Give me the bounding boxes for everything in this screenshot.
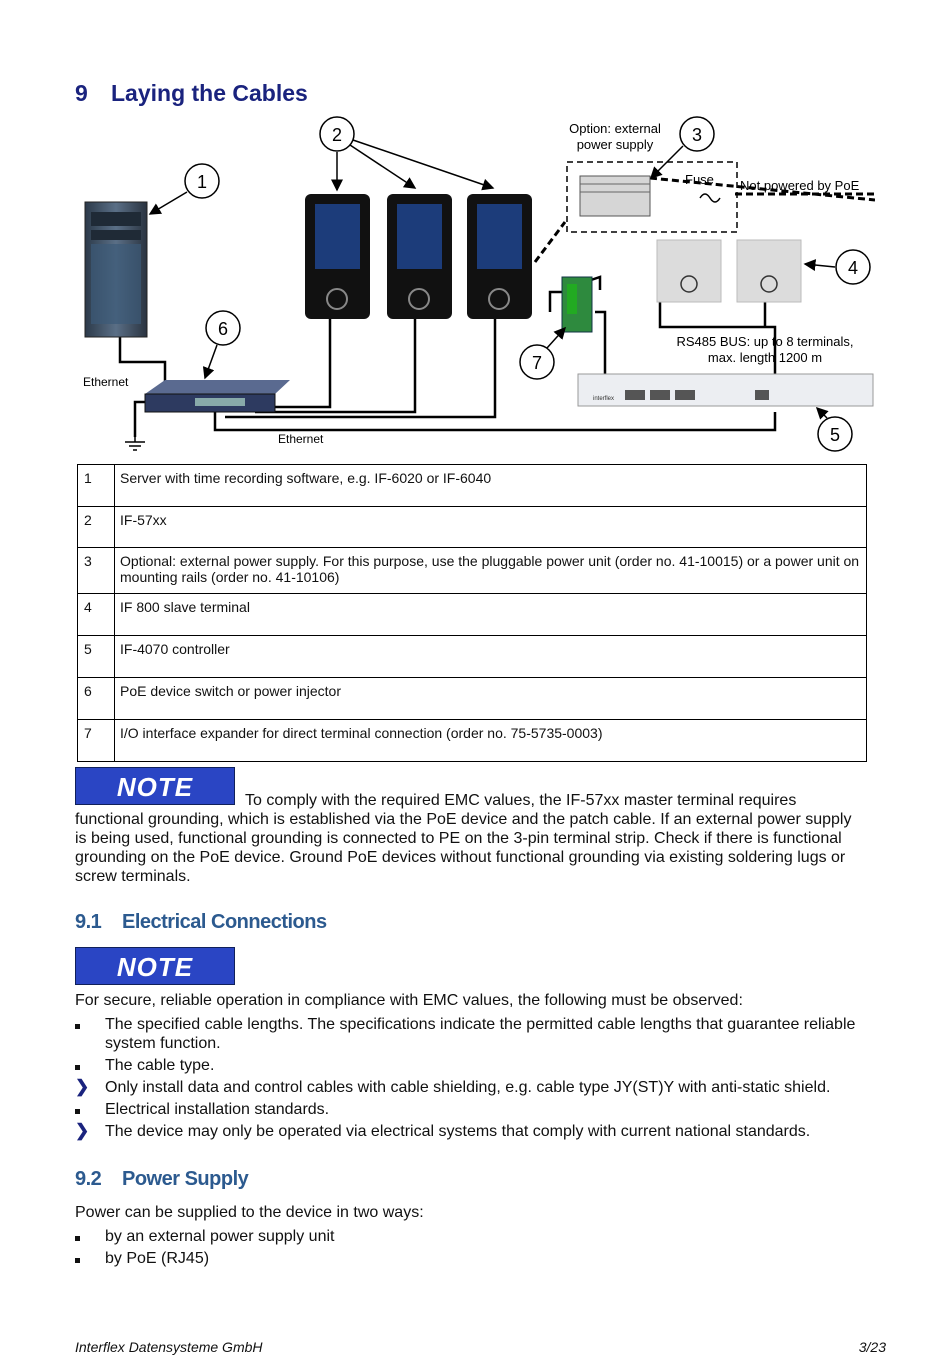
- ethernet-label-left: Ethernet: [83, 375, 129, 389]
- section-91-list: The specified cable lengths. The specifi…: [75, 1015, 875, 1144]
- io-expander: [561, 276, 593, 333]
- svg-text:7: 7: [532, 353, 542, 373]
- section-92-list: by an external power supply unit by PoE …: [75, 1227, 875, 1271]
- chevron-right-icon: ❯: [75, 1077, 90, 1096]
- server-tower: [84, 201, 148, 338]
- option-label-2: power supply: [577, 137, 654, 152]
- list-item: The cable type.: [75, 1056, 875, 1075]
- callout-5: 5: [817, 416, 853, 452]
- rs485-label-2: max. length 1200 m: [708, 350, 822, 365]
- list-item: by an external power supply unit: [75, 1227, 875, 1246]
- fuse-label: Fuse: [685, 172, 714, 187]
- svg-text:1: 1: [197, 172, 207, 192]
- note-badge: NOTE: [75, 767, 235, 805]
- page-heading: 9 Laying the Cables: [75, 80, 308, 107]
- svg-text:2: 2: [332, 125, 342, 145]
- footer-page-number: 3/23: [858, 1339, 886, 1355]
- heading-title: Laying the Cables: [111, 80, 308, 106]
- ethernet-label-bottom: Ethernet: [278, 432, 324, 446]
- callout-3: 3: [679, 116, 715, 152]
- controller-brand: interflex: [593, 396, 614, 402]
- svg-text:3: 3: [692, 125, 702, 145]
- if57xx-terminals: [305, 194, 532, 319]
- if800-slave-terminals: [656, 239, 802, 303]
- if4070-controller: interflex: [577, 373, 874, 407]
- list-item: ❯Only install data and control cables wi…: [75, 1077, 831, 1096]
- svg-text:6: 6: [218, 319, 228, 339]
- not-powered-label: Not powered by PoE: [740, 178, 860, 193]
- callout-2: 2: [319, 116, 355, 152]
- callout-1: 1: [184, 163, 220, 199]
- section-92-intro: Power can be supplied to the device in t…: [75, 1204, 424, 1221]
- heading-number: 9: [75, 80, 88, 106]
- ground-symbol: [125, 437, 145, 451]
- external-power-supply: [566, 161, 738, 233]
- callout-4: 4: [835, 249, 871, 285]
- option-label-1: Option: external: [569, 121, 661, 136]
- svg-text:5: 5: [830, 425, 840, 445]
- note-badge-91: NOTE: [75, 947, 235, 985]
- list-item: ❯The device may only be operated via ele…: [75, 1121, 811, 1140]
- list-item: by PoE (RJ45): [75, 1249, 875, 1268]
- note-text: To comply with the required EMC values, …: [75, 792, 852, 885]
- rs485-label-1: RS485 BUS: up to 8 terminals,: [676, 334, 853, 349]
- poe-switch: [144, 380, 290, 413]
- cabling-diagram: interflex 1 2 3 4 5: [83, 116, 875, 452]
- section-91-intro: For secure, reliable operation in compli…: [75, 992, 743, 1009]
- footer-company: Interflex Datensysteme GmbH: [75, 1339, 263, 1355]
- list-item: Electrical installation standards.: [75, 1100, 875, 1119]
- chevron-right-icon: ❯: [75, 1121, 90, 1140]
- svg-text:4: 4: [848, 258, 858, 278]
- list-item: The specified cable lengths. The specifi…: [75, 1015, 875, 1053]
- callout-7: 7: [519, 344, 555, 380]
- callout-6: 6: [205, 310, 241, 346]
